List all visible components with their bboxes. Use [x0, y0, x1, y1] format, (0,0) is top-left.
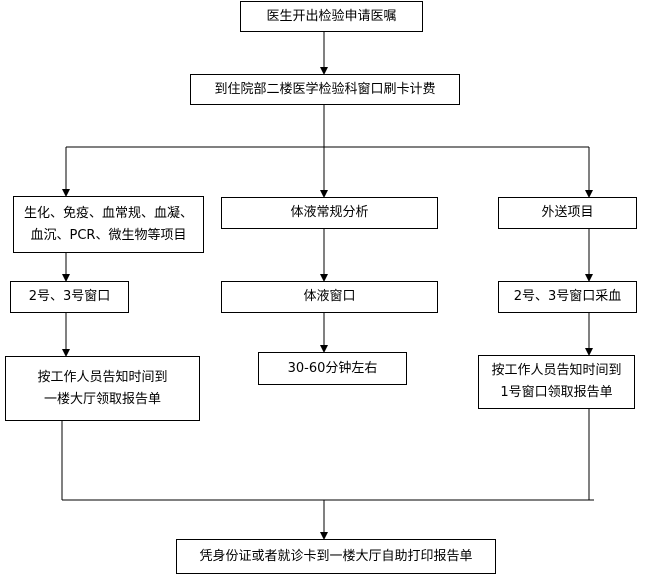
middle-window-text: 体液窗口	[303, 289, 356, 304]
left-branch-line1: 生化、免疫、血常规、血凝、	[23, 205, 193, 221]
step-billing: 到住院部二楼医学检验科窗口刷卡计费	[190, 74, 460, 105]
right-branch-items: 外送项目	[498, 197, 637, 229]
step-billing-text: 到住院部二楼医学检验科窗口刷卡计费	[214, 81, 436, 97]
right-window: 2号、3号窗口采血	[498, 281, 637, 313]
middle-result-text: 30-60分钟左右	[287, 360, 378, 376]
left-result-line2: 一楼大厅领取报告单	[43, 391, 161, 407]
step-doctor-order-text: 医生开出检验申请医嘱	[266, 8, 397, 24]
step-final-print: 凭身份证或者就诊卡到一楼大厅自助打印报告单	[176, 539, 496, 574]
middle-window: 体液窗口	[221, 281, 438, 313]
step-doctor-order: 医生开出检验申请医嘱	[240, 1, 423, 32]
right-result-line2: 1号窗口领取报告单	[500, 385, 613, 400]
right-result-line1: 按工作人员告知时间到	[491, 363, 622, 378]
left-branch-items: 生化、免疫、血常规、血凝、 血沉、PCR、微生物等项目	[13, 196, 204, 253]
left-window: 2号、3号窗口	[10, 281, 129, 313]
middle-result: 30-60分钟左右	[258, 352, 407, 385]
left-window-text: 2号、3号窗口	[28, 289, 111, 304]
right-window-text: 2号、3号窗口采血	[513, 289, 622, 304]
step-final-print-text: 凭身份证或者就诊卡到一楼大厅自助打印报告单	[199, 548, 473, 564]
middle-branch-items: 体液常规分析	[221, 197, 438, 229]
right-branch-text: 外送项目	[541, 205, 594, 220]
middle-branch-text: 体液常规分析	[290, 205, 369, 220]
right-result: 按工作人员告知时间到 1号窗口领取报告单	[478, 355, 635, 409]
left-result: 按工作人员告知时间到 一楼大厅领取报告单	[5, 356, 200, 421]
left-result-line1: 按工作人员告知时间到	[37, 369, 168, 385]
left-branch-line2: 血沉、PCR、微生物等项目	[30, 227, 187, 243]
